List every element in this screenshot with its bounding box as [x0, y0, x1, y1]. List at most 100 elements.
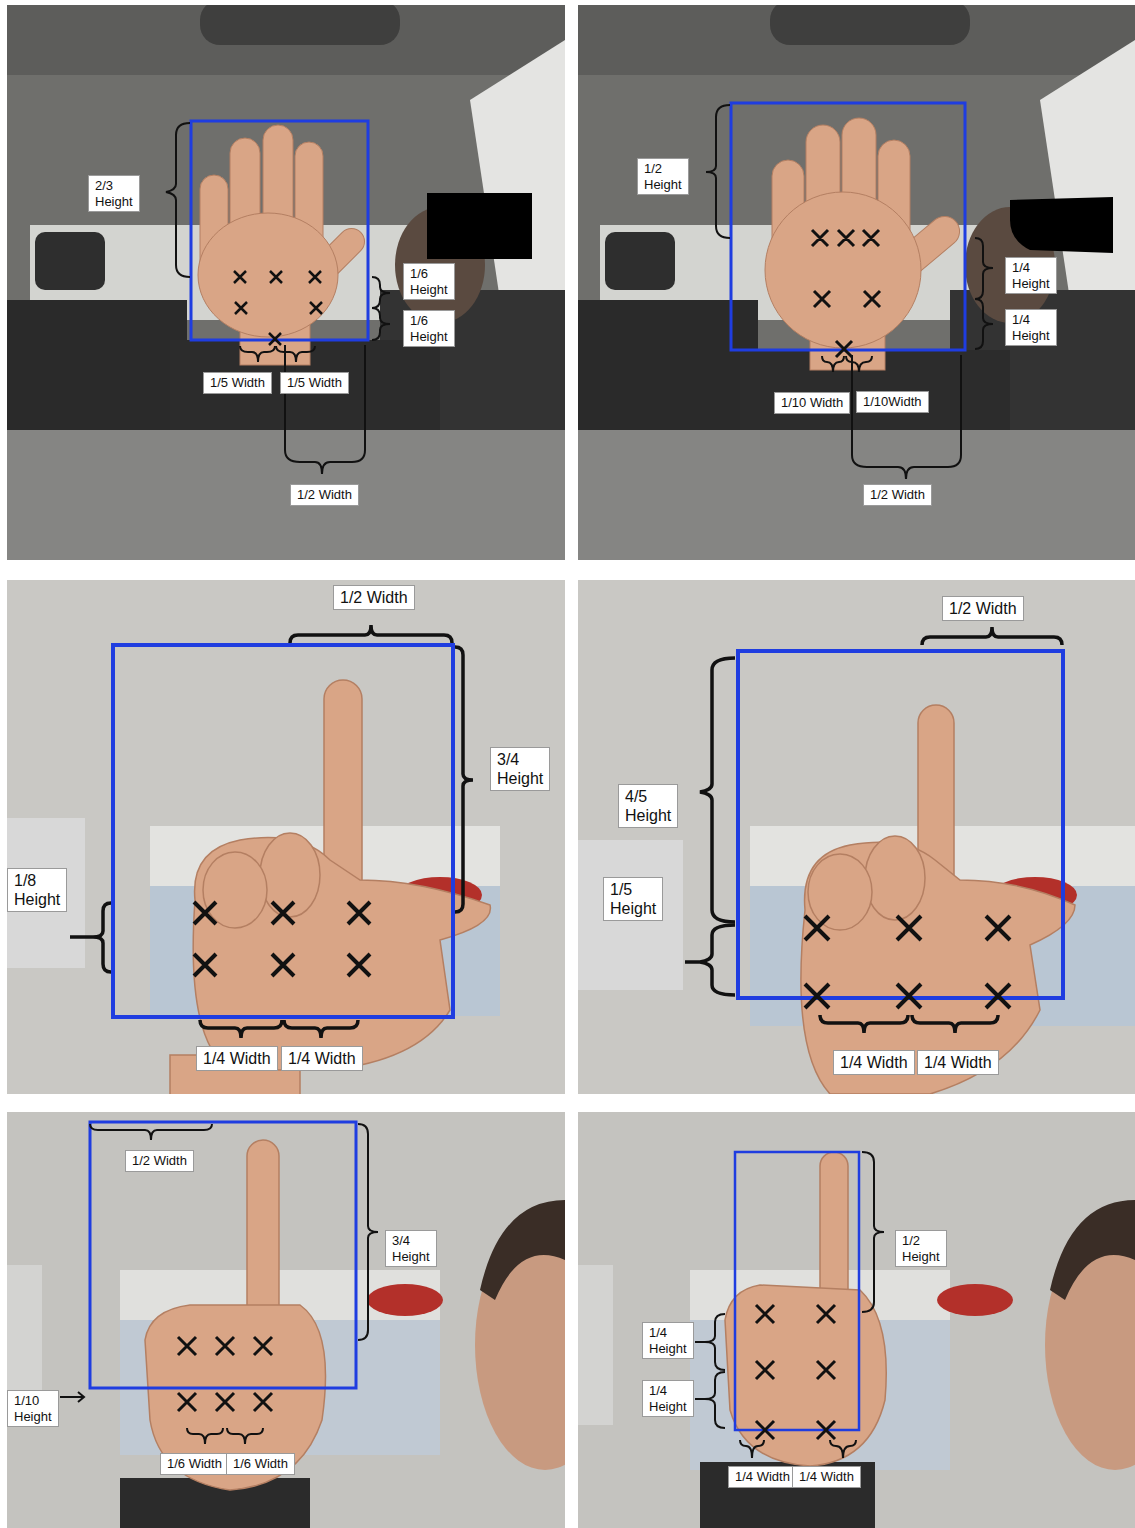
x-mark	[234, 271, 322, 345]
dimension-label: 1/10 Width	[774, 392, 850, 414]
dimension-label: 1/6 Width	[226, 1453, 295, 1475]
brace	[166, 123, 190, 277]
photo-background	[7, 5, 565, 560]
person-hair	[480, 1200, 565, 1300]
painting	[7, 818, 85, 968]
dashboard	[578, 430, 1135, 560]
dimension-label: 1/4 Width	[196, 1046, 278, 1071]
brace	[822, 356, 844, 372]
brace	[685, 925, 735, 995]
dimension-braces	[70, 625, 1062, 1038]
pointer-arrow	[60, 1392, 84, 1402]
sample-marks	[178, 230, 1010, 1439]
hand	[801, 705, 1075, 1094]
brace	[372, 308, 390, 340]
dimension-label: 1/2 Width	[863, 484, 932, 506]
headrest	[35, 232, 105, 290]
brace	[358, 1124, 378, 1340]
bounding-box	[731, 103, 965, 350]
redaction-box	[1010, 197, 1113, 253]
brace	[912, 1015, 998, 1033]
dimension-braces	[60, 1124, 884, 1458]
brace	[70, 903, 111, 972]
painted-car	[937, 1284, 1013, 1316]
brace	[695, 1372, 725, 1428]
x-mark	[812, 230, 880, 357]
hand	[725, 1152, 886, 1466]
brace	[700, 658, 735, 922]
car-seat	[7, 300, 187, 450]
dimension-label: 1/2 Height	[895, 1230, 947, 1267]
dimension-label: 4/5 Height	[618, 784, 678, 828]
fist	[801, 842, 1075, 1094]
dimension-label: 1/6 Height	[403, 263, 455, 300]
person-hair	[1050, 1200, 1135, 1300]
bounding-box	[738, 651, 1063, 998]
dimension-label: 1/4 Height	[1005, 257, 1057, 294]
dimension-label: 1/4 Width	[281, 1046, 363, 1071]
redaction-box	[427, 193, 532, 259]
dimension-braces	[166, 105, 993, 479]
brace	[90, 1124, 212, 1140]
rear-mirror	[770, 5, 970, 45]
photo-panel	[578, 1112, 1135, 1528]
photo-panel	[7, 5, 565, 560]
rear-mirror	[200, 5, 400, 45]
knuckle	[865, 836, 925, 920]
dimension-label: 1/2 Width	[290, 484, 359, 506]
dimension-label: 1/6 Width	[160, 1453, 229, 1475]
painting	[690, 1270, 950, 1470]
dimension-label: 1/4 Width	[917, 1050, 999, 1075]
brace	[276, 346, 315, 362]
brace	[284, 1020, 358, 1038]
dimension-label: 1/5 Height	[603, 877, 663, 921]
dimension-label: 1/5 Width	[203, 372, 272, 394]
photo-background	[578, 5, 1135, 560]
brace	[975, 299, 993, 349]
palm	[765, 192, 921, 348]
dimension-label: 1/2 Width	[333, 585, 415, 610]
brace	[706, 105, 730, 238]
brace	[922, 627, 1062, 645]
dimension-label: 1/2 Height	[637, 158, 689, 195]
fist	[145, 1305, 326, 1490]
x-mark	[756, 1305, 835, 1439]
x-mark	[805, 916, 1010, 1008]
painted-car	[367, 1284, 443, 1316]
brace	[975, 238, 993, 299]
hand	[145, 1140, 326, 1490]
bounding-box	[113, 645, 453, 1017]
brace	[852, 355, 961, 479]
dimension-label: 1/4 Height	[1005, 309, 1057, 346]
photo-panel	[7, 580, 565, 1094]
brace	[830, 1440, 856, 1458]
sleeve	[700, 1462, 875, 1528]
headrest	[605, 232, 675, 290]
brace	[290, 625, 452, 643]
brace	[200, 1020, 282, 1038]
brace	[187, 1428, 223, 1444]
brace	[372, 277, 390, 308]
dimension-label: 1/4 Width	[833, 1050, 915, 1075]
dimension-label: 1/5 Width	[280, 372, 349, 394]
hand	[765, 118, 966, 370]
brace	[285, 345, 365, 474]
dimension-label: 1/4 Height	[642, 1380, 694, 1417]
x-mark	[194, 902, 370, 976]
dimension-label: 3/4 Height	[385, 1230, 437, 1267]
x-mark	[178, 1337, 272, 1411]
brace	[695, 1314, 725, 1370]
photo-panel	[578, 5, 1135, 560]
dimension-label: 2/3 Height	[88, 175, 140, 212]
dimension-label: 3/4 Height	[490, 747, 550, 791]
brace	[846, 356, 872, 372]
hand	[198, 125, 370, 365]
photo-panel	[7, 1112, 565, 1528]
bounding-box	[191, 121, 368, 340]
dimension-label: 1/4 Width	[728, 1466, 797, 1488]
wall	[578, 580, 1135, 1094]
dimension-label: 1/6 Height	[403, 310, 455, 347]
wall	[7, 580, 565, 1094]
